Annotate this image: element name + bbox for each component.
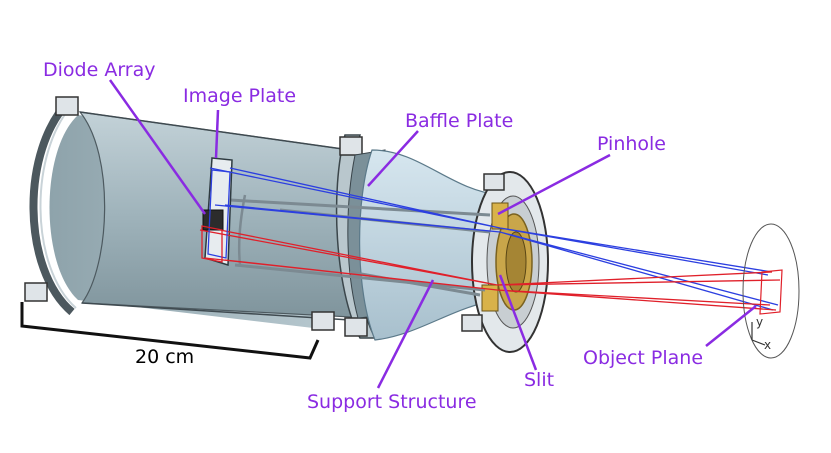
red-rays — [199, 229, 781, 311]
object-plane-group: y x — [742, 223, 800, 359]
support-rod-1 — [229, 198, 491, 217]
flange-block-bottom-left — [24, 282, 48, 302]
label-object-plane: Object Plane — [583, 347, 703, 369]
tube-left-rim — [29, 97, 75, 316]
object-plane-frame — [759, 269, 783, 315]
leader-diode-array — [108, 79, 207, 215]
support-bracket — [237, 194, 247, 266]
front-flange — [461, 171, 549, 353]
label-support-structure: Support Structure — [307, 391, 477, 413]
leader-object-plane — [705, 305, 757, 347]
flange-block-front-top — [483, 173, 505, 191]
slit-plate — [481, 284, 499, 312]
pinhole-plate — [491, 202, 509, 230]
blue-rays — [209, 167, 779, 311]
leader-support-structure — [376, 279, 435, 389]
leader-baffle-plate — [367, 130, 419, 187]
brass-ring-inner — [505, 231, 527, 293]
ray-frame-red — [201, 225, 223, 263]
x-axis-label: x — [764, 338, 771, 352]
flange-block-front-bottom — [461, 314, 483, 332]
scale-bar-line — [20, 302, 320, 360]
leader-image-plate — [214, 109, 220, 159]
diode-array-shape — [202, 209, 224, 231]
scale-bar: 20 cm — [20, 302, 320, 368]
flange-block-top-left — [55, 96, 79, 116]
tube-top-edge — [79, 111, 351, 151]
ray-bundle — [199, 167, 781, 311]
tube-left-rim-light — [39, 102, 77, 309]
y-axis-label: y — [756, 315, 763, 329]
label-diode-array: Diode Array — [43, 59, 156, 81]
leader-lines — [108, 79, 757, 389]
leader-slit — [498, 274, 538, 371]
tube-bottom-edge — [81, 302, 351, 321]
label-slit: Slit — [524, 369, 554, 391]
leader-pinhole — [497, 153, 611, 216]
label-image-plate: Image Plate — [183, 85, 296, 107]
support-rod-2 — [234, 263, 486, 292]
object-plane-ellipse — [742, 223, 800, 359]
flange-block-bottom-mid2 — [344, 317, 368, 337]
x-axis-line — [751, 339, 766, 346]
labels: Diode Array Image Plate Baffle Plate Pin… — [43, 59, 703, 413]
flange-block-bottom-mid — [311, 311, 335, 331]
label-pinhole: Pinhole — [597, 133, 666, 155]
label-baffle-plate: Baffle Plate — [405, 110, 513, 132]
flange-block-top-mid — [339, 136, 363, 156]
scale-bar-text: 20 cm — [135, 346, 194, 368]
ray-frame-blue — [207, 169, 231, 259]
